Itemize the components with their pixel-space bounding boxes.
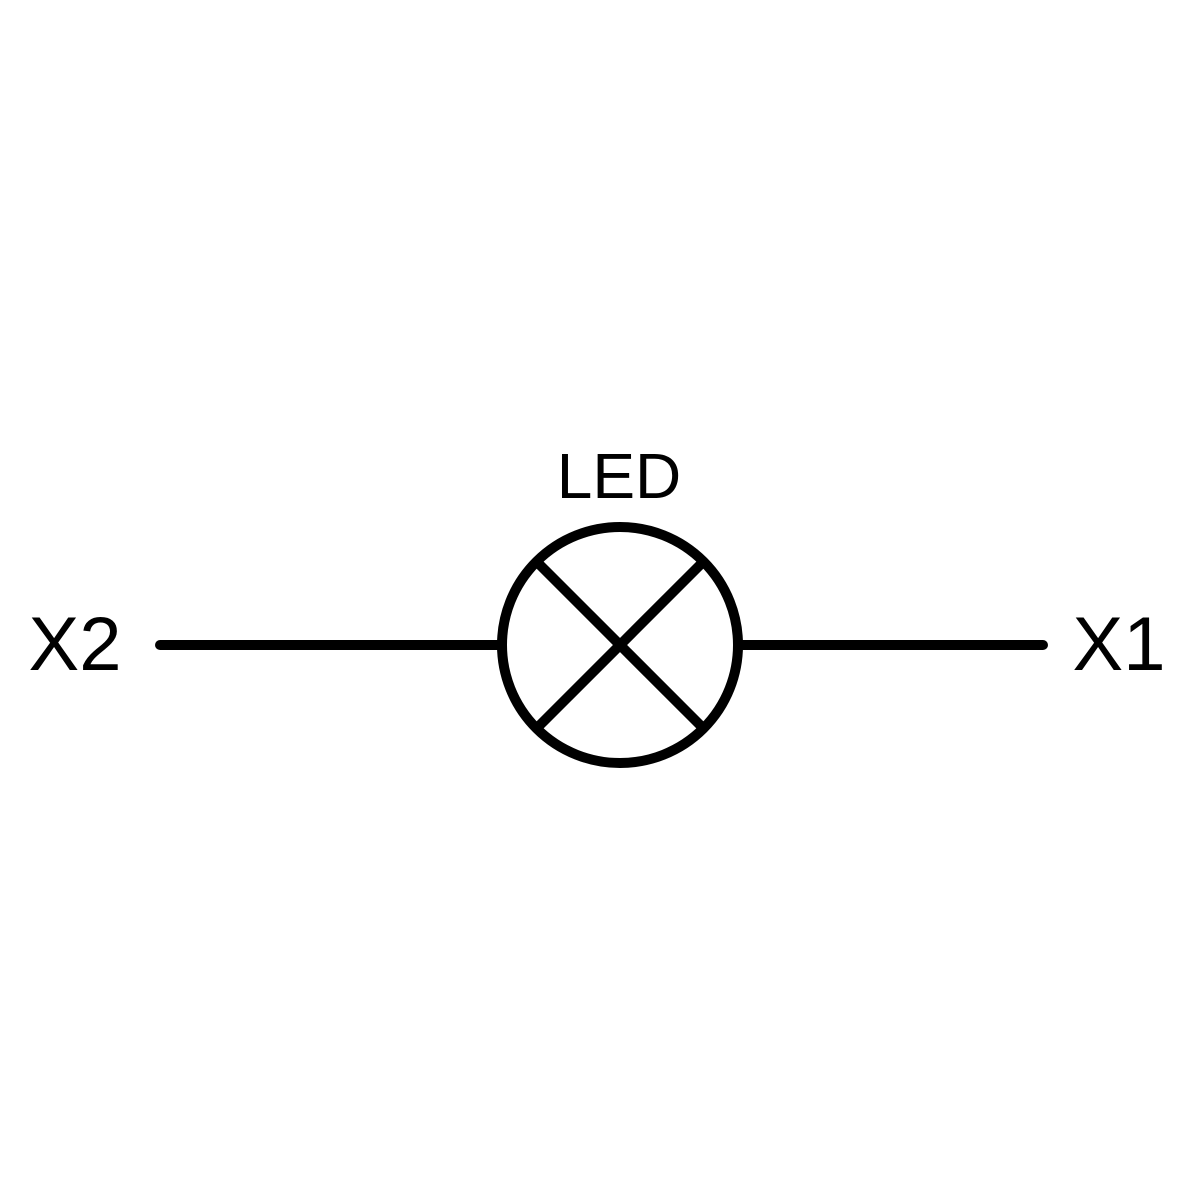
component-label: LED (557, 440, 682, 512)
led-lamp-symbol-icon (497, 522, 743, 768)
terminal-label-right: X1 (1073, 602, 1166, 687)
terminal-label-left: X2 (29, 602, 122, 687)
